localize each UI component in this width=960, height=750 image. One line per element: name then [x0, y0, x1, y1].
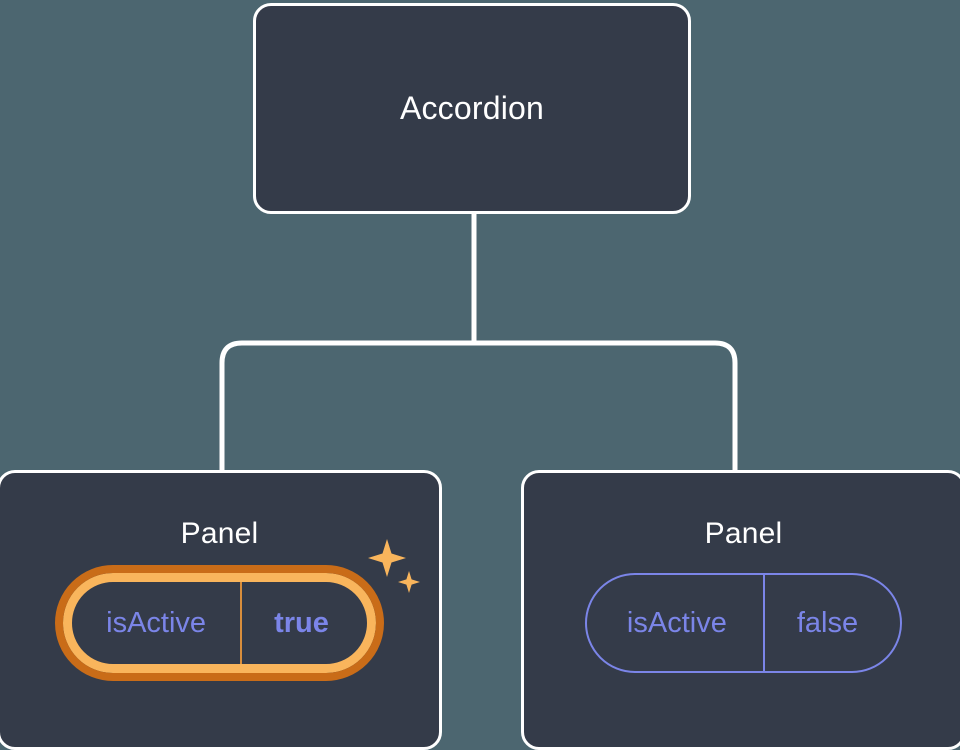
prop-pill-isactive-false[interactable]: isActive false	[584, 573, 903, 673]
node-accordion-title: Accordion	[399, 90, 545, 126]
node-panel-right-title: Panel	[704, 517, 783, 550]
prop-value-right: false	[762, 575, 900, 671]
node-accordion[interactable]: Accordion	[253, 3, 691, 214]
prop-key-right: isActive	[626, 606, 727, 639]
prop-key-left: isActive	[106, 606, 207, 639]
edge-branch-bar	[219, 340, 738, 470]
node-panel-left-title: Panel	[180, 517, 259, 550]
prop-value-left: true	[240, 582, 367, 664]
prop-pill-wrap-left: isActive true	[0, 539, 439, 681]
prop-pill-isactive-true[interactable]: isActive true	[55, 565, 384, 681]
component-tree-diagram: Accordion Panel isActive true Panel isAc…	[0, 3, 960, 750]
node-panel-left[interactable]: Panel isActive true	[0, 470, 442, 750]
node-panel-right[interactable]: Panel isActive false	[521, 470, 960, 750]
prop-pill-wrap-right: isActive false	[524, 573, 960, 673]
